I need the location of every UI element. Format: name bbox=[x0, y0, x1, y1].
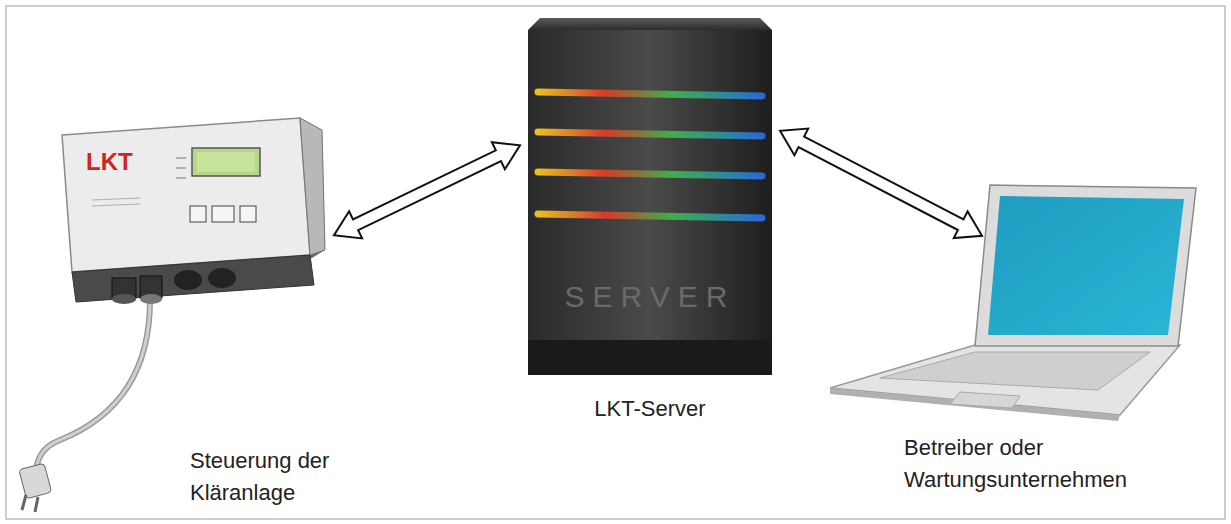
laptop-illustration bbox=[830, 185, 1196, 421]
server-label: SERVER bbox=[528, 280, 772, 314]
arrow-shape bbox=[334, 142, 520, 238]
frame bbox=[6, 6, 1225, 519]
double-arrow bbox=[334, 142, 520, 238]
device-node: LKT-Server bbox=[524, 15, 776, 377]
node-caption: LKT-Server bbox=[524, 393, 776, 425]
double-arrow bbox=[780, 129, 982, 238]
device-node: Betreiber oder Wartungsunternehmen bbox=[986, 182, 1200, 350]
node-caption: Steuerung der Kläranlage bbox=[190, 445, 340, 509]
arrow-shape bbox=[780, 129, 982, 238]
logo-text: LKT bbox=[86, 148, 133, 176]
device-node: Steuerung der Kläranlage bbox=[40, 100, 330, 305]
server-illustration bbox=[528, 18, 772, 375]
node-caption: Betreiber oder Wartungsunternehmen bbox=[904, 432, 1144, 496]
